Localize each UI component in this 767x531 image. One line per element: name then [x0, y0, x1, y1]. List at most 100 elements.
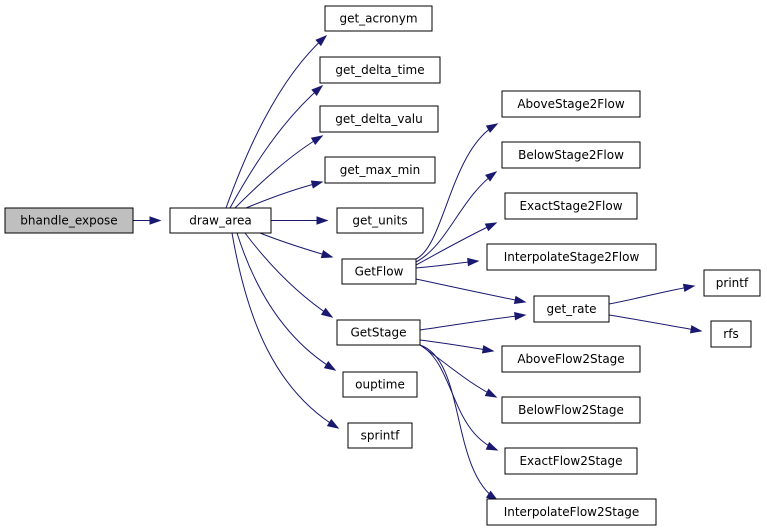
edge-line — [415, 278, 526, 303]
edge-line — [419, 339, 494, 352]
edge-line — [415, 123, 498, 260]
node-get-units[interactable]: get_units — [336, 207, 424, 234]
arrowhead-icon — [310, 180, 324, 189]
node-label: get_rate — [546, 302, 596, 316]
arrowhead-icon — [485, 171, 498, 182]
node-label: BelowFlow2Stage — [518, 403, 624, 417]
node-draw-area[interactable]: draw_area — [169, 207, 272, 234]
edge-getflow-to-get-rate — [415, 278, 527, 305]
edge-draw-area-to-get-max-min — [245, 180, 324, 209]
edge-draw-area-to-ouptime — [236, 232, 337, 371]
edge-draw-area-to-getstage — [244, 232, 334, 318]
edge-draw-area-to-get-delta-valu — [234, 135, 324, 209]
edge-getflow-to-abovestage2flow — [415, 123, 499, 260]
node-label: get_max_min — [340, 163, 420, 177]
edge-get-rate-to-printf — [608, 283, 696, 305]
node-label: get_units — [352, 214, 407, 228]
edge-line — [259, 232, 333, 258]
node-get-delta-valu[interactable]: get_delta_valu — [319, 105, 439, 133]
edge-getflow-to-belowstage2flow — [415, 171, 498, 263]
arrowhead-icon — [149, 216, 162, 225]
arrowhead-icon — [484, 222, 498, 232]
node-label: get_acronym — [339, 12, 417, 26]
node-belowstage2flow[interactable]: BelowStage2Flow — [501, 141, 641, 169]
node-label: AboveStage2Flow — [517, 97, 625, 111]
arrowhead-icon — [689, 325, 703, 334]
arrowhead-icon — [311, 85, 324, 97]
edge-line — [608, 314, 702, 332]
edge-bhandle-expose-to-draw-area — [133, 216, 162, 225]
edge-get-rate-to-rfs — [608, 314, 703, 334]
node-label: get_delta_time — [335, 63, 424, 77]
node-aboveflow2stage[interactable]: AboveFlow2Stage — [501, 345, 641, 373]
node-ouptime[interactable]: ouptime — [342, 371, 418, 398]
node-label: rfs — [723, 327, 738, 341]
node-label: AboveFlow2Stage — [517, 352, 624, 366]
arrowhead-icon — [484, 388, 498, 398]
edge-draw-area-to-sprintf — [231, 232, 340, 429]
arrowhead-icon — [315, 34, 328, 47]
edge-line — [608, 285, 695, 305]
node-bhandle-expose[interactable]: bhandle_expose — [4, 207, 134, 234]
edge-line — [244, 232, 333, 318]
edge-getflow-to-interpolatestage2flow — [415, 257, 480, 269]
edge-draw-area-to-getflow — [259, 232, 334, 259]
edge-getstage-to-get-rate — [419, 312, 527, 331]
node-label: InterpolateStage2Flow — [504, 250, 640, 264]
node-getstage[interactable]: GetStage — [336, 319, 421, 346]
edge-line — [236, 232, 336, 371]
node-printf[interactable]: printf — [703, 269, 761, 297]
node-abovestage2flow[interactable]: AboveStage2Flow — [501, 90, 641, 118]
node-get-max-min[interactable]: get_max_min — [324, 156, 436, 184]
node-get-delta-time[interactable]: get_delta_time — [319, 56, 441, 84]
node-get-acronym[interactable]: get_acronym — [324, 5, 433, 32]
node-label: bhandle_expose — [20, 214, 117, 228]
edge-line — [419, 344, 498, 501]
node-label: printf — [716, 276, 749, 290]
node-sprintf[interactable]: sprintf — [347, 422, 413, 449]
arrowhead-icon — [514, 312, 527, 321]
node-label: GetFlow — [355, 265, 404, 279]
arrowhead-icon — [485, 441, 499, 451]
node-label: ouptime — [355, 378, 405, 392]
node-label: sprintf — [361, 429, 400, 443]
edge-draw-area-to-get-delta-time — [229, 85, 324, 209]
arrowhead-icon — [485, 123, 499, 133]
arrowhead-icon — [320, 250, 334, 259]
edge-draw-area-to-get-acronym — [225, 34, 328, 209]
arrowhead-icon — [316, 216, 329, 225]
call-edges — [133, 34, 703, 501]
edge-line — [234, 135, 323, 209]
node-exactflow2stage[interactable]: ExactFlow2Stage — [504, 447, 638, 475]
edge-line — [415, 222, 497, 266]
node-rfs[interactable]: rfs — [710, 320, 752, 348]
node-label: draw_area — [189, 214, 251, 228]
edge-line — [419, 314, 526, 331]
edge-draw-area-to-get-units — [271, 216, 329, 225]
node-label: ExactStage2Flow — [519, 199, 622, 213]
edge-getflow-to-exactstage2flow — [415, 222, 498, 266]
node-label: BelowStage2Flow — [518, 148, 624, 162]
arrowhead-icon — [682, 283, 696, 293]
edge-line — [415, 171, 497, 263]
arrowhead-icon — [323, 360, 337, 371]
arrowhead-icon — [326, 418, 340, 429]
arrowhead-icon — [467, 257, 480, 267]
edge-getstage-to-exactflow2stage — [419, 344, 499, 451]
node-interpolatestage2flow[interactable]: InterpolateStage2Flow — [486, 243, 657, 271]
node-get-rate[interactable]: get_rate — [533, 295, 610, 323]
node-label: GetStage — [350, 326, 406, 340]
edge-line — [419, 344, 498, 451]
node-belowflow2stage[interactable]: BelowFlow2Stage — [501, 396, 641, 424]
node-exactstage2flow[interactable]: ExactStage2Flow — [504, 192, 638, 220]
node-label: InterpolateFlow2Stage — [504, 505, 640, 519]
node-label: ExactFlow2Stage — [519, 454, 622, 468]
edge-getstage-to-interpolateflow2stage — [419, 344, 499, 501]
arrowhead-icon — [513, 295, 527, 305]
edge-getstage-to-aboveflow2stage — [419, 339, 495, 354]
arrowhead-icon — [481, 345, 495, 354]
node-getflow[interactable]: GetFlow — [341, 258, 417, 285]
node-interpolateflow2stage[interactable]: InterpolateFlow2Stage — [486, 498, 657, 526]
arrowhead-icon — [310, 135, 324, 146]
